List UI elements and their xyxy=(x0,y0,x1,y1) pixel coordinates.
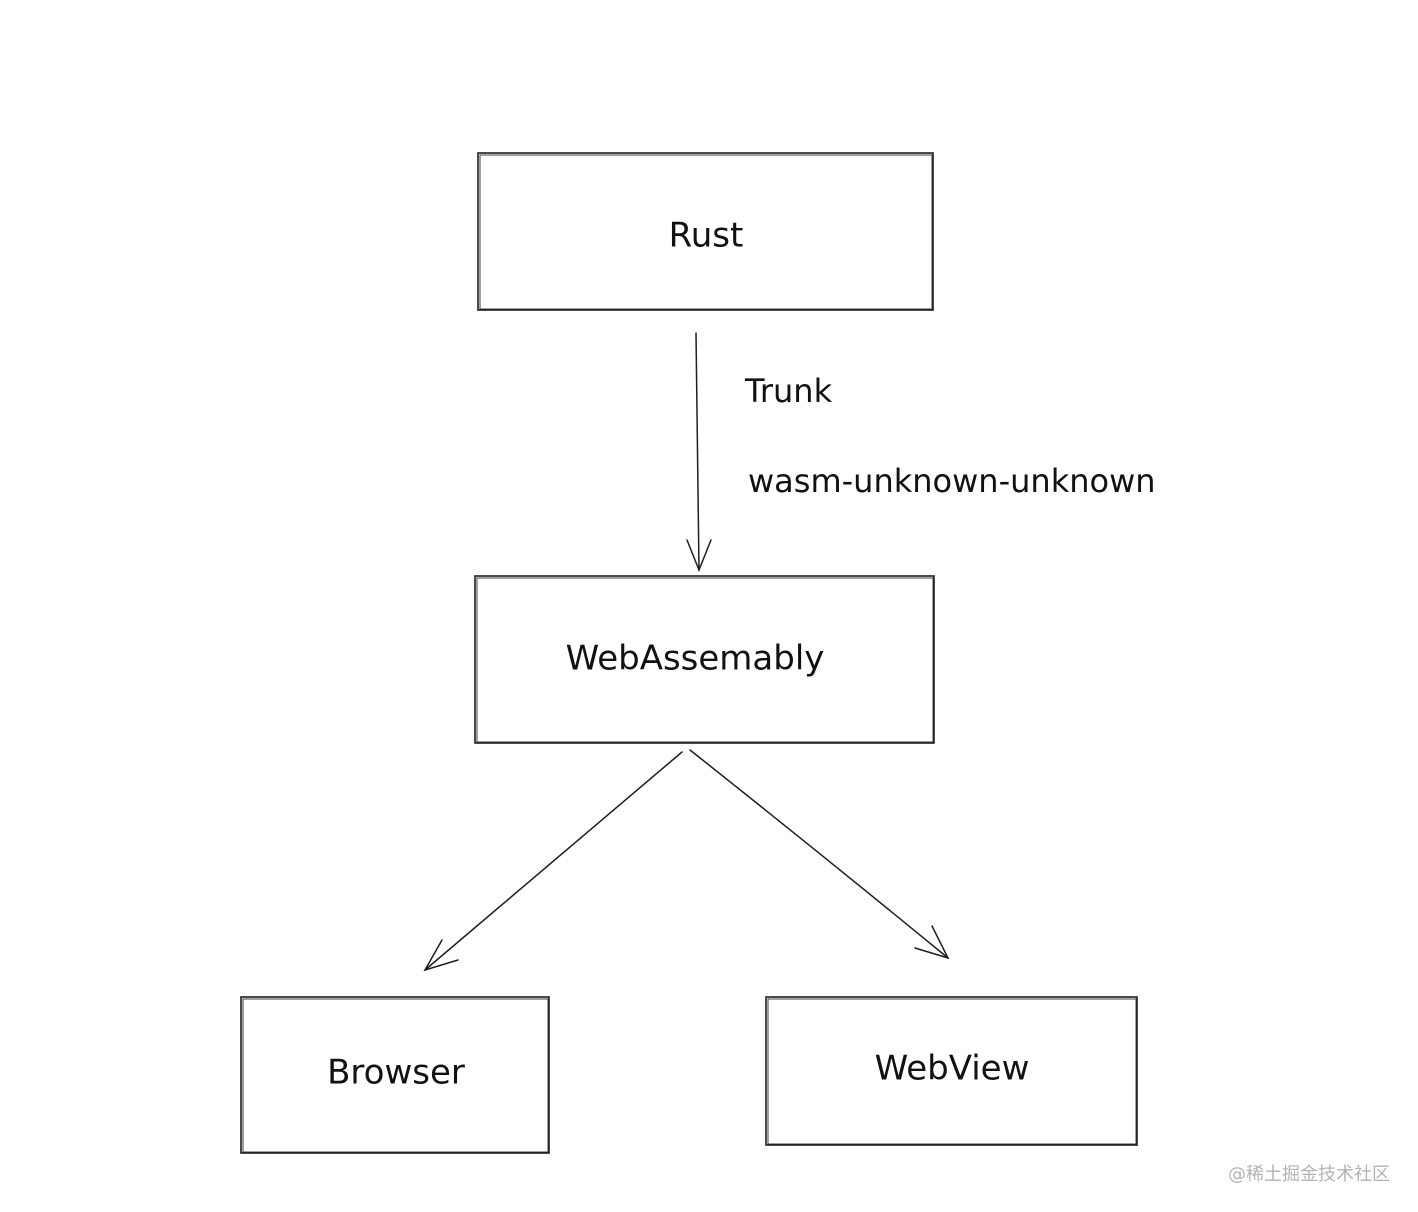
node-rust[interactable]: Rust xyxy=(477,152,934,311)
watermark: @稀土掘金技术社区 xyxy=(1228,1164,1390,1185)
node-webassembly[interactable]: WebAssemably xyxy=(474,575,935,744)
edge-webassembly-to-browser xyxy=(423,751,683,972)
node-webview-label: WebView xyxy=(875,1049,1030,1089)
edge-label-trunk: Trunk xyxy=(744,372,833,410)
node-webassembly-label: WebAssemably xyxy=(566,639,825,679)
edge-label-wasm-target: wasm-unknown-unknown xyxy=(748,462,1156,500)
node-browser[interactable]: Browser xyxy=(240,996,550,1154)
node-rust-label: Rust xyxy=(669,216,744,256)
node-browser-label: Browser xyxy=(327,1053,465,1093)
node-webview[interactable]: WebView xyxy=(765,996,1138,1146)
edge-webassembly-to-webview xyxy=(689,749,950,960)
edge-rust-to-webassembly xyxy=(686,332,712,573)
